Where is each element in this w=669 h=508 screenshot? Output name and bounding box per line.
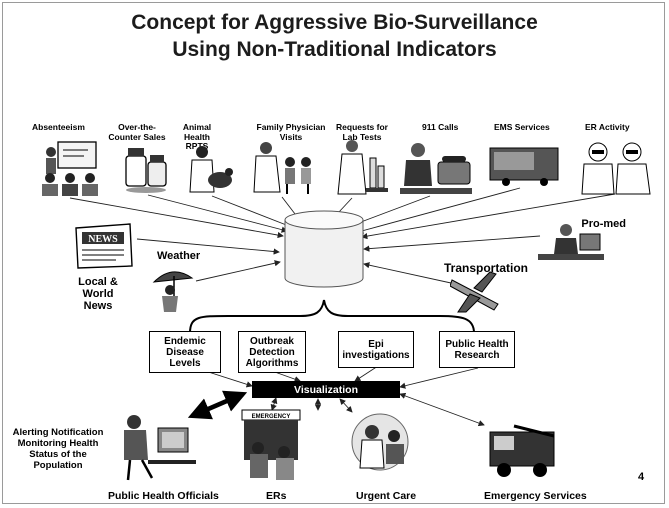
slide-title-line1: Concept for Aggressive Bio-Surveillance — [131, 11, 538, 34]
output-label-public-health-officials: Public Health Officials — [108, 490, 219, 502]
svg-text:EMERGENCY: EMERGENCY — [252, 414, 291, 420]
lab-scientist-icon — [337, 140, 388, 195]
medicine-bottles-icon — [125, 148, 167, 193]
output-label-urgent-care: Urgent Care — [356, 490, 417, 502]
news-label: Local & World News — [78, 276, 118, 312]
source-label-ems-services: EMS Services — [494, 122, 550, 132]
computer-user-icon — [124, 415, 196, 481]
physician-icon — [253, 142, 311, 194]
source-label-lab-tests: Requests for Lab Tests — [336, 122, 388, 142]
slide-frame — [2, 2, 665, 504]
analysis-box-epi: Epi investigations — [338, 331, 414, 368]
output-label-ers: ERs — [266, 490, 287, 502]
source-label-911-calls: 911 Calls — [422, 122, 459, 132]
analysis-box-outbreak: Outbreak Detection Algorithms — [238, 331, 306, 373]
telephone-icon — [400, 143, 472, 194]
emergency-room-icon: EMERGENCY — [241, 409, 301, 480]
source-label-otc-sales: Over-the-Counter Sales — [108, 122, 166, 142]
source-label-family-physician: Family Physician Visits — [256, 122, 326, 142]
ambulance-icon — [489, 147, 559, 186]
output-label-emergency-services: Emergency Services — [484, 490, 587, 502]
classroom-icon — [42, 141, 98, 196]
umbrella-person-icon — [152, 271, 194, 312]
svg-text:NEWS: NEWS — [88, 234, 118, 245]
weather-label: Weather — [157, 250, 201, 262]
page-number: 4 — [638, 471, 645, 483]
analysis-box-endemic: Endemic Disease Levels — [149, 331, 221, 373]
newspaper-icon: NEWS — [75, 223, 133, 269]
source-label-er-activity: ER Activity — [585, 122, 630, 132]
promed-label: Pro-med — [581, 218, 626, 230]
database-cylinder-icon — [284, 210, 364, 288]
source-label-animal-health: Animal Health RPTS — [182, 122, 212, 151]
airplane-icon — [450, 271, 499, 313]
doctor-patient-icon — [351, 413, 409, 471]
surgeons-icon — [581, 142, 651, 195]
analysis-box-research: Public Health Research — [439, 331, 515, 368]
source-label-absenteeism: Absenteeism — [32, 122, 85, 132]
slide-title-line2: Using Non-Traditional Indicators — [172, 38, 497, 61]
alerting-text: Alerting Notification Monitoring Health … — [12, 427, 104, 471]
fire-truck-icon — [489, 424, 555, 477]
visualization-bar: Visualization — [252, 381, 400, 398]
computer-desk-icon — [538, 224, 604, 260]
transportation-label: Transportation — [444, 261, 529, 275]
veterinarian-icon — [189, 146, 233, 193]
